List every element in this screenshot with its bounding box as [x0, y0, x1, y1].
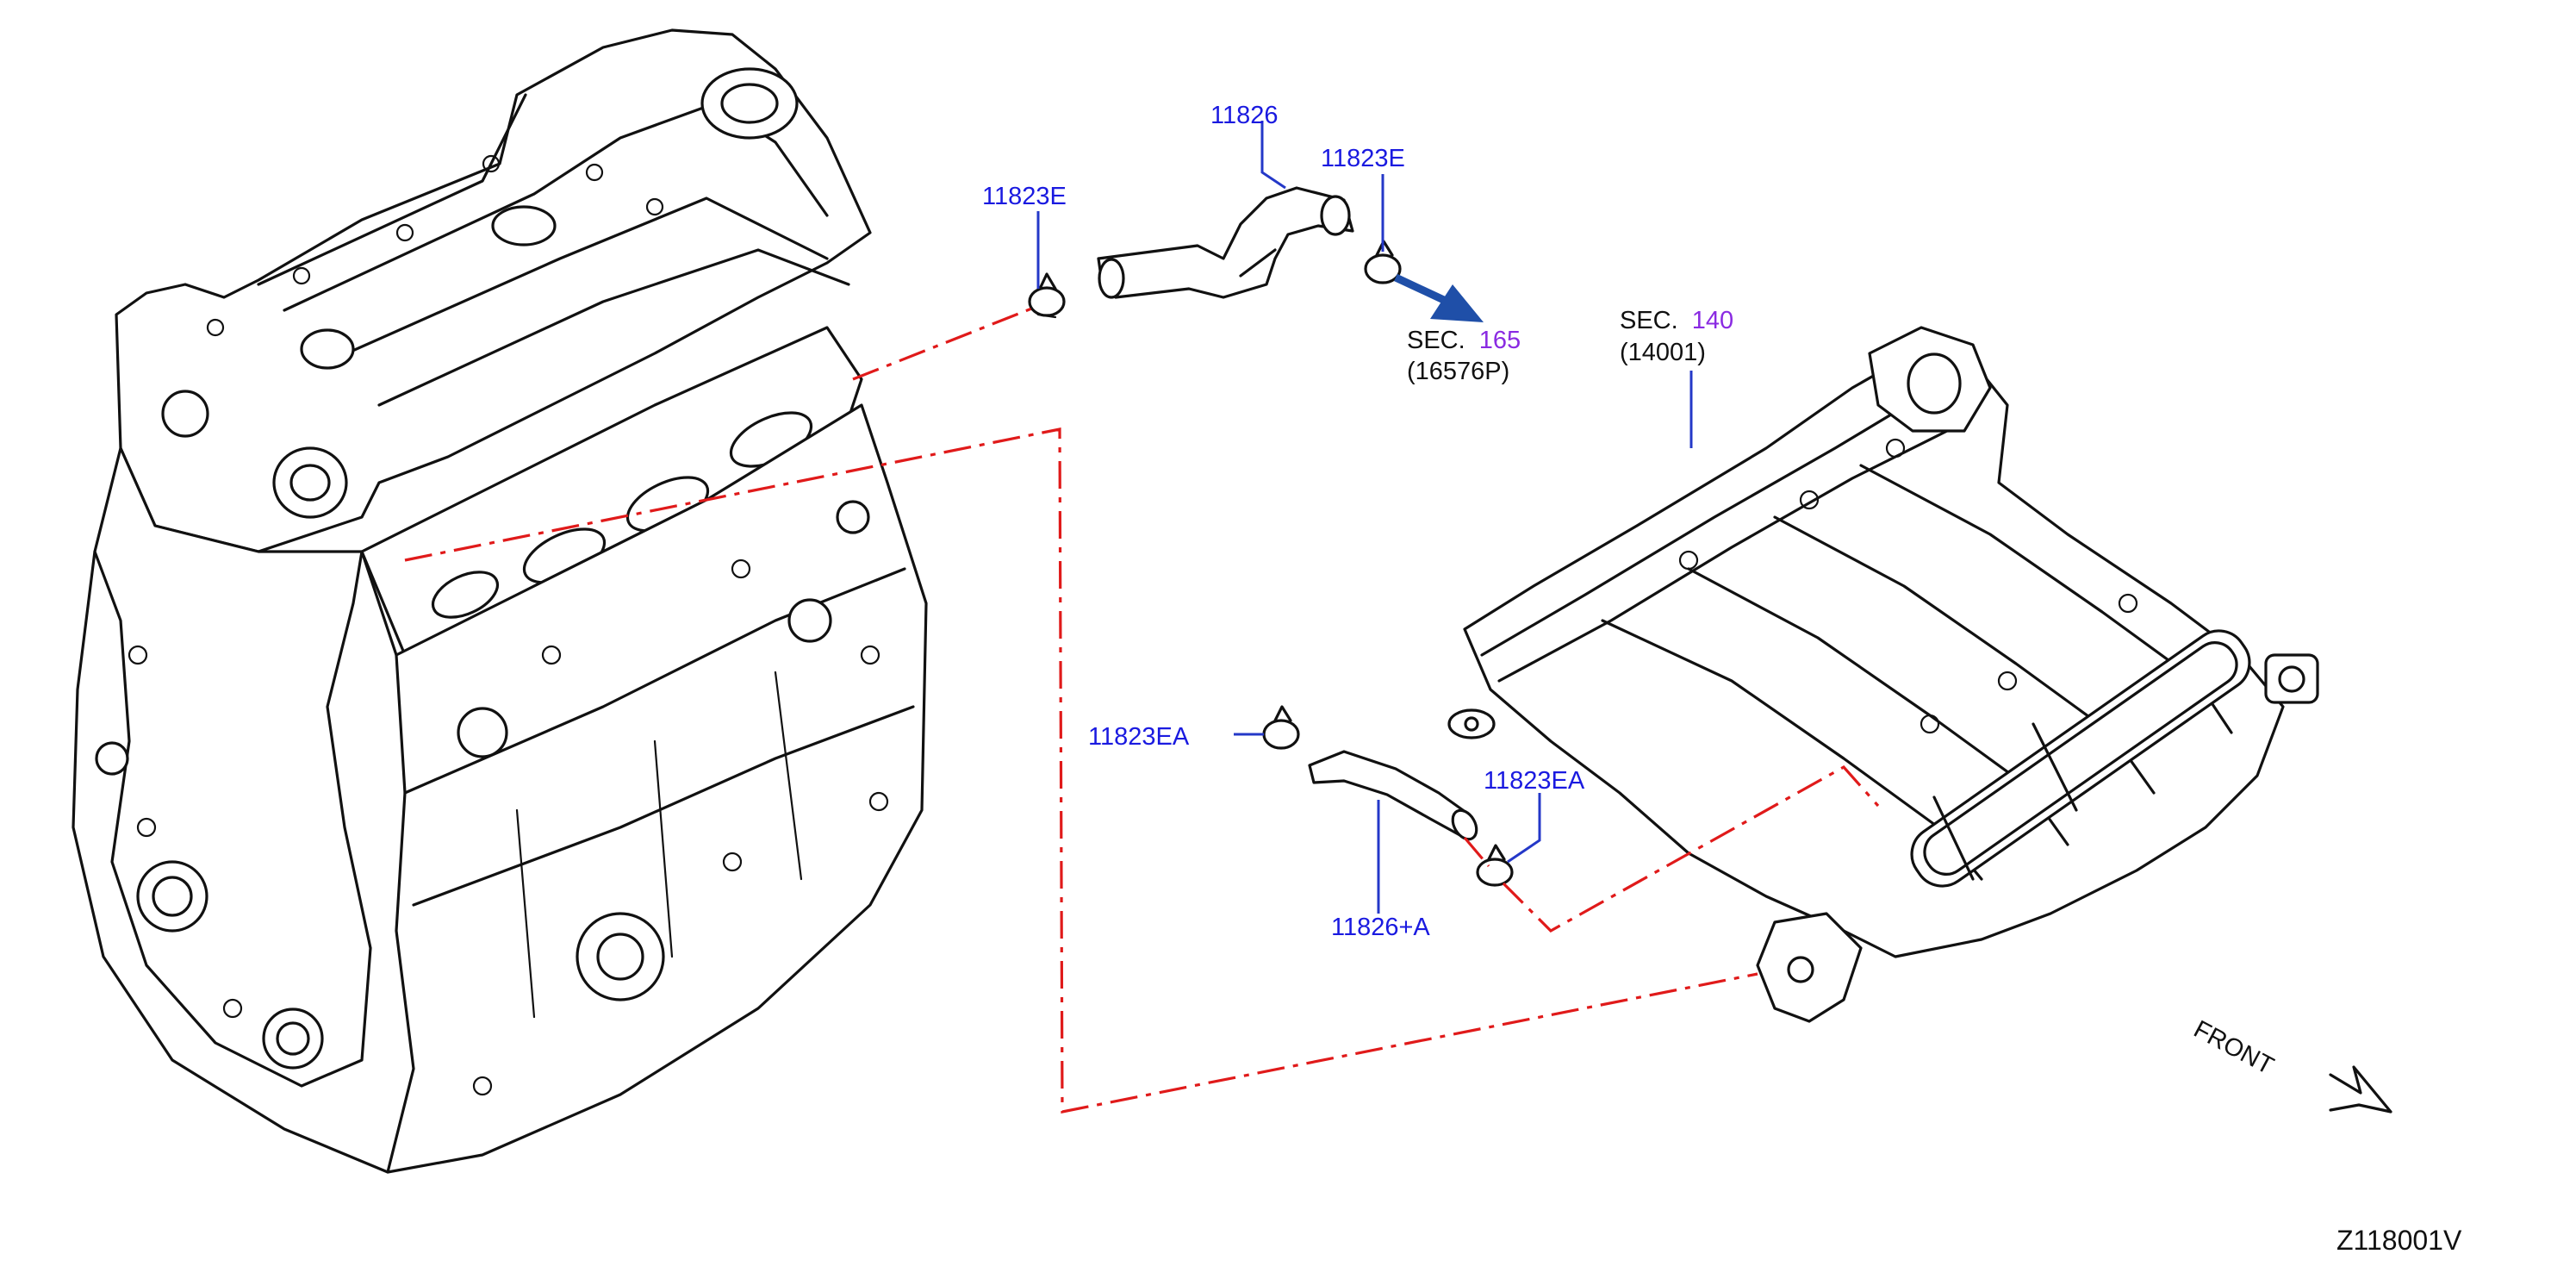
leader-lines	[1036, 121, 1693, 914]
section-reference-140[interactable]: SEC. 140	[1620, 309, 1733, 334]
upper-hose-illustration	[1097, 186, 1354, 299]
connection-lines	[404, 304, 1880, 1114]
clamp-upper-left-illustration	[1028, 272, 1066, 319]
diagram-code: Z118001V	[2336, 1225, 2462, 1256]
section-reference-165[interactable]: SEC. 165	[1407, 328, 1521, 353]
sec165-part-number: (16576P)	[1407, 358, 1510, 385]
callout-clamp-lower-left[interactable]: 11823EA	[1088, 723, 1190, 751]
sec140-number: 140	[1691, 307, 1734, 334]
clamp-lower-left-illustration	[1262, 705, 1300, 750]
lower-hose-illustration	[1308, 750, 1478, 841]
callout-clamp-upper-left[interactable]: 11823E	[982, 183, 1067, 210]
callout-clamp-lower-right[interactable]: 11823EA	[1484, 767, 1585, 795]
engine-block-illustration	[72, 28, 928, 1174]
callout-hose-upper[interactable]: 11826	[1210, 102, 1279, 129]
clamp-upper-right-illustration	[1364, 240, 1402, 284]
sec165-prefix: SEC.	[1407, 327, 1465, 354]
callout-clamp-upper-right[interactable]: 11823E	[1321, 145, 1405, 172]
sec140-part-number: (14001)	[1620, 339, 1706, 366]
sec140-prefix: SEC.	[1620, 307, 1678, 334]
front-direction-arrow	[2329, 1065, 2392, 1114]
direction-arrow-sec165	[1394, 273, 1484, 322]
intake-manifold-illustration	[1447, 326, 2319, 1023]
sec165-number: 165	[1478, 327, 1521, 354]
callout-hose-lower[interactable]: 11826+A	[1331, 914, 1430, 941]
clamp-lower-right-illustration	[1476, 844, 1514, 887]
